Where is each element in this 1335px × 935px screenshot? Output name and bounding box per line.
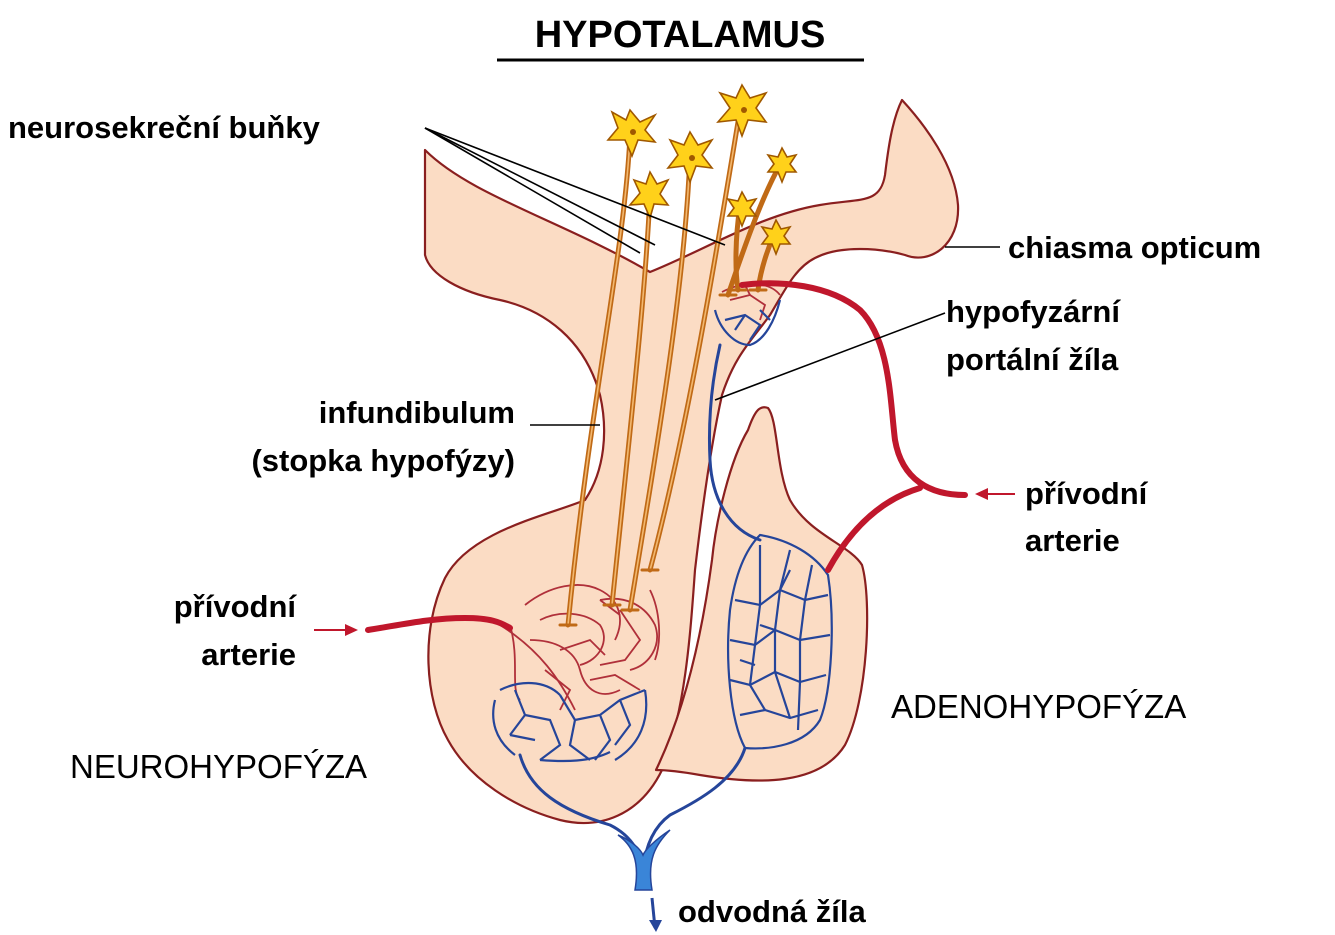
- label-optic-chiasm: chiasma opticum: [1008, 230, 1261, 265]
- label-infundibulum-2: (stopka hypofýzy): [251, 443, 515, 478]
- label-neurohypophysis: NEUROHYPOFÝZA: [70, 748, 367, 785]
- label-artery-left-2: arterie: [201, 637, 296, 672]
- efferent-vein-arrowhead: [649, 920, 662, 932]
- label-efferent-vein: odvodná žíla: [678, 894, 867, 929]
- label-adenohypophysis: ADENOHYPOFÝZA: [891, 688, 1186, 725]
- label-artery-right-1: přívodní: [1025, 476, 1149, 511]
- artery-arrow-right: [975, 488, 1015, 500]
- label-artery-left-1: přívodní: [174, 589, 298, 624]
- artery-arrow-left: [314, 624, 358, 636]
- efferent-vein-trunk: [618, 830, 670, 890]
- label-portal-vein-1: hypofyzární: [946, 294, 1121, 329]
- label-portal-vein-2: portální žíla: [946, 342, 1119, 377]
- label-infundibulum-1: infundibulum: [319, 395, 515, 430]
- neurosecretory-neurons: [608, 85, 796, 254]
- diagram-title: HYPOTALAMUS: [535, 14, 826, 56]
- label-neurosecretory-cells: neurosekreční buňky: [8, 110, 321, 145]
- label-artery-right-2: arterie: [1025, 523, 1120, 558]
